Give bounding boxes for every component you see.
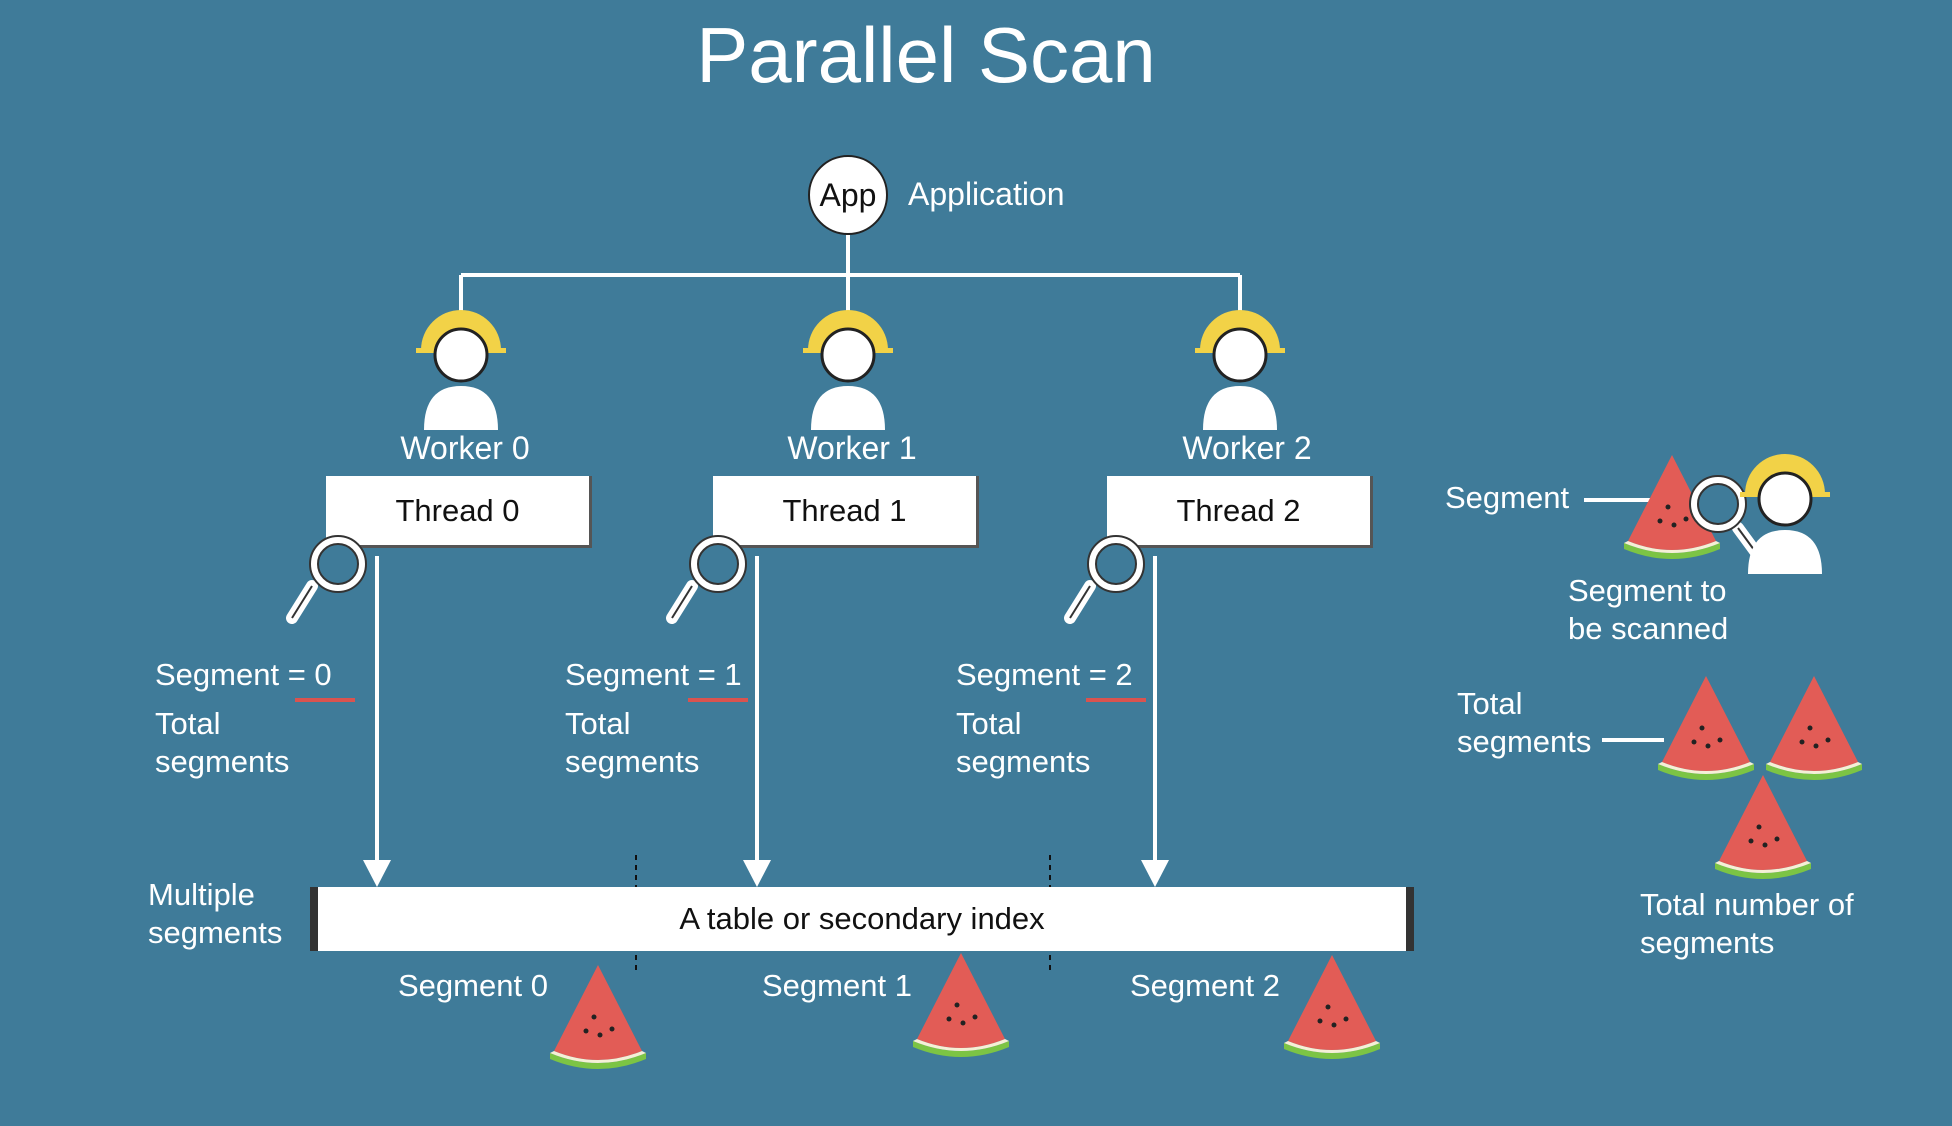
worker-icon — [1740, 454, 1830, 574]
magnifier-icon — [1689, 475, 1766, 564]
segment-label-2: Segment 2 — [1130, 968, 1280, 1003]
watermelon-icon — [1715, 775, 1811, 879]
magnifier-icon — [286, 535, 367, 624]
param-segment-2: Segment = 2 — [956, 656, 1133, 694]
watermelon-icon — [550, 965, 646, 1069]
legend-segment-label: Segment — [1445, 480, 1570, 515]
param-segment-1: Segment = 1 — [565, 656, 742, 694]
segment-label-0: Segment 0 — [398, 968, 548, 1003]
worker-label-0: Worker 0 — [400, 430, 530, 466]
legend-total-number: Total number of segments — [1640, 887, 1854, 960]
table-bar: A table or secondary index — [310, 887, 1414, 951]
thread-box-0: Thread 0 — [326, 476, 592, 548]
param-total-1: Total segments — [565, 706, 700, 779]
thread-box-1: Thread 1 — [713, 476, 979, 548]
param-segment-key-2: Segment — [956, 657, 1081, 692]
multiple-segments-label: Multiple segments — [148, 877, 283, 950]
worker-icon — [803, 310, 893, 430]
watermelon-icon — [1284, 955, 1380, 1059]
worker-label-1: Worker 1 — [787, 430, 917, 466]
thread-label-0: Thread 0 — [395, 492, 520, 528]
worker-icon — [1195, 310, 1285, 430]
legend-total-segments: Total segments — [1457, 686, 1592, 759]
param-segment-value-0: = 0 — [287, 657, 332, 692]
table-label: A table or secondary index — [679, 901, 1045, 936]
param-segment-0: Segment = 0 — [155, 656, 332, 694]
application-label: Application — [908, 176, 1065, 212]
worker-icon — [416, 310, 506, 430]
magnifier-icon — [666, 535, 747, 624]
watermelon-icon — [1766, 676, 1862, 780]
watermelon-icon — [1624, 455, 1720, 559]
param-segment-key-1: Segment — [565, 657, 690, 692]
param-segment-value-1: = 1 — [697, 657, 742, 692]
thread-label-1: Thread 1 — [782, 492, 907, 528]
thread-label-2: Thread 2 — [1176, 492, 1301, 528]
thread-box-2: Thread 2 — [1107, 476, 1373, 548]
app-node: App — [808, 155, 888, 235]
param-total-0: Total segments — [155, 706, 290, 779]
watermelon-icon — [1658, 676, 1754, 780]
watermelon-icon — [913, 953, 1009, 1057]
app-node-label: App — [819, 176, 877, 213]
param-segment-value-2: = 2 — [1088, 657, 1133, 692]
legend-segment-to-scan: Segment to be scanned — [1568, 573, 1729, 646]
param-segment-key-0: Segment — [155, 657, 280, 692]
segment-label-1: Segment 1 — [762, 968, 912, 1003]
param-total-2: Total segments — [956, 706, 1091, 779]
magnifier-icon — [1064, 535, 1145, 624]
page-title: Parallel Scan — [696, 11, 1156, 99]
worker-label-2: Worker 2 — [1182, 430, 1312, 466]
